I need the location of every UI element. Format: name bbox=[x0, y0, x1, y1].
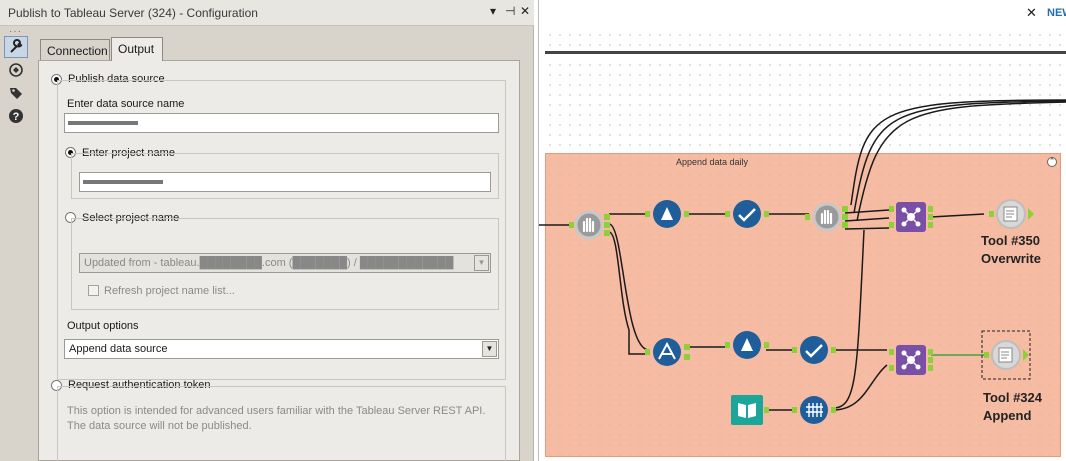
annotation-tab-button[interactable] bbox=[4, 59, 28, 81]
publish-data-source-label: Publish data source bbox=[68, 73, 165, 85]
container-caption: Append data daily bbox=[676, 157, 749, 167]
tool-publish-append bbox=[981, 330, 1031, 380]
wrench-icon bbox=[10, 39, 23, 53]
tool-text-input bbox=[731, 395, 769, 425]
tool-select-1 bbox=[725, 200, 769, 228]
workflow-diagram bbox=[539, 99, 1066, 425]
tool-350-label: Tool #350 Overwrite bbox=[981, 232, 1041, 268]
help-icon: ? bbox=[9, 109, 23, 123]
tab-connection[interactable]: Connection bbox=[40, 39, 110, 61]
tool-324-id: Tool #324 bbox=[983, 390, 1043, 405]
tool-join-1 bbox=[889, 202, 933, 232]
select-project-group bbox=[71, 218, 499, 310]
side-rail: ? bbox=[4, 36, 30, 128]
request-token-label: Request authentication token bbox=[68, 379, 211, 391]
tool-publish-overwrite bbox=[989, 199, 1034, 229]
pin-button[interactable]: ⊣ bbox=[505, 4, 516, 18]
publish-data-source-radio[interactable] bbox=[51, 74, 62, 85]
project-name-select[interactable]: Updated from - tableau.████████.com (███… bbox=[79, 253, 491, 273]
data-source-name-input[interactable] bbox=[64, 113, 499, 133]
tag-icon bbox=[10, 88, 22, 99]
data-source-name-label: Enter data source name bbox=[67, 98, 185, 110]
panel-grip: ··· bbox=[9, 26, 22, 37]
connection-lines bbox=[539, 99, 1066, 411]
new-workflow-link[interactable]: NEW bbox=[1047, 7, 1066, 19]
close-icon[interactable]: ✕ bbox=[1026, 5, 1037, 20]
output-tab-body: Publish data source Enter data source na… bbox=[38, 60, 520, 461]
tool-join-2 bbox=[889, 345, 933, 375]
tool-formula-1 bbox=[645, 200, 689, 228]
tool-formula-2 bbox=[725, 331, 769, 359]
chevron-down-icon: ▼ bbox=[474, 255, 489, 271]
svg-text:?: ? bbox=[13, 111, 20, 123]
enter-project-group bbox=[71, 153, 499, 199]
close-panel-button[interactable]: ✕ bbox=[520, 4, 531, 18]
panel-titlebar: Publish to Tableau Server (324) - Config… bbox=[0, 0, 534, 26]
panel-menu-button[interactable]: ▾ bbox=[490, 4, 497, 18]
project-select-value: Updated from - tableau.████████.com (███… bbox=[84, 257, 454, 269]
request-token-radio[interactable] bbox=[51, 380, 62, 391]
tab-output[interactable]: Output bbox=[111, 37, 163, 61]
panel-title: Publish to Tableau Server (324) - Config… bbox=[8, 6, 258, 20]
output-options-select[interactable]: Append data source ▼ bbox=[64, 339, 499, 359]
tool-324-label: Tool #324 Append bbox=[983, 389, 1042, 425]
configuration-tab-button[interactable] bbox=[4, 36, 28, 58]
tool-hand-2 bbox=[805, 202, 848, 232]
refresh-project-checkbox[interactable] bbox=[88, 285, 99, 296]
tool-350-id: Tool #350 bbox=[981, 233, 1041, 248]
tool-350-mode: Overwrite bbox=[981, 251, 1041, 266]
project-name-input[interactable] bbox=[79, 172, 491, 192]
refresh-project-label: Refresh project name list... bbox=[104, 285, 235, 297]
workflow-canvas-area: ✕ NEW Append data daily ⌃ bbox=[538, 0, 1066, 461]
canvas-preview-strip bbox=[545, 30, 1066, 54]
output-options-label: Output options bbox=[67, 320, 139, 332]
tool-filter-1 bbox=[645, 338, 690, 366]
configuration-panel: Publish to Tableau Server (324) - Config… bbox=[0, 0, 534, 461]
canvas-header: ✕ NEW bbox=[539, 0, 1066, 55]
publish-group bbox=[57, 80, 506, 380]
target-icon bbox=[9, 63, 23, 77]
tool-324-mode: Append bbox=[983, 408, 1032, 423]
redacted-text bbox=[68, 121, 138, 125]
redacted-text bbox=[83, 180, 163, 184]
tool-select-2 bbox=[792, 336, 836, 364]
tag-tab-button[interactable] bbox=[4, 82, 28, 104]
request-token-group bbox=[57, 386, 506, 461]
tool-hand-1 bbox=[569, 210, 610, 240]
tool-multi-field bbox=[792, 396, 836, 424]
help-button[interactable]: ? bbox=[4, 105, 28, 127]
token-help-text: This option is intended for advanced use… bbox=[67, 405, 486, 432]
select-project-name-radio[interactable] bbox=[65, 212, 76, 223]
chevron-down-icon: ▼ bbox=[482, 341, 497, 357]
output-options-value: Append data source bbox=[69, 343, 168, 355]
collapse-container-button[interactable]: ⌃ bbox=[1047, 157, 1057, 167]
enter-project-name-radio[interactable] bbox=[65, 147, 76, 158]
